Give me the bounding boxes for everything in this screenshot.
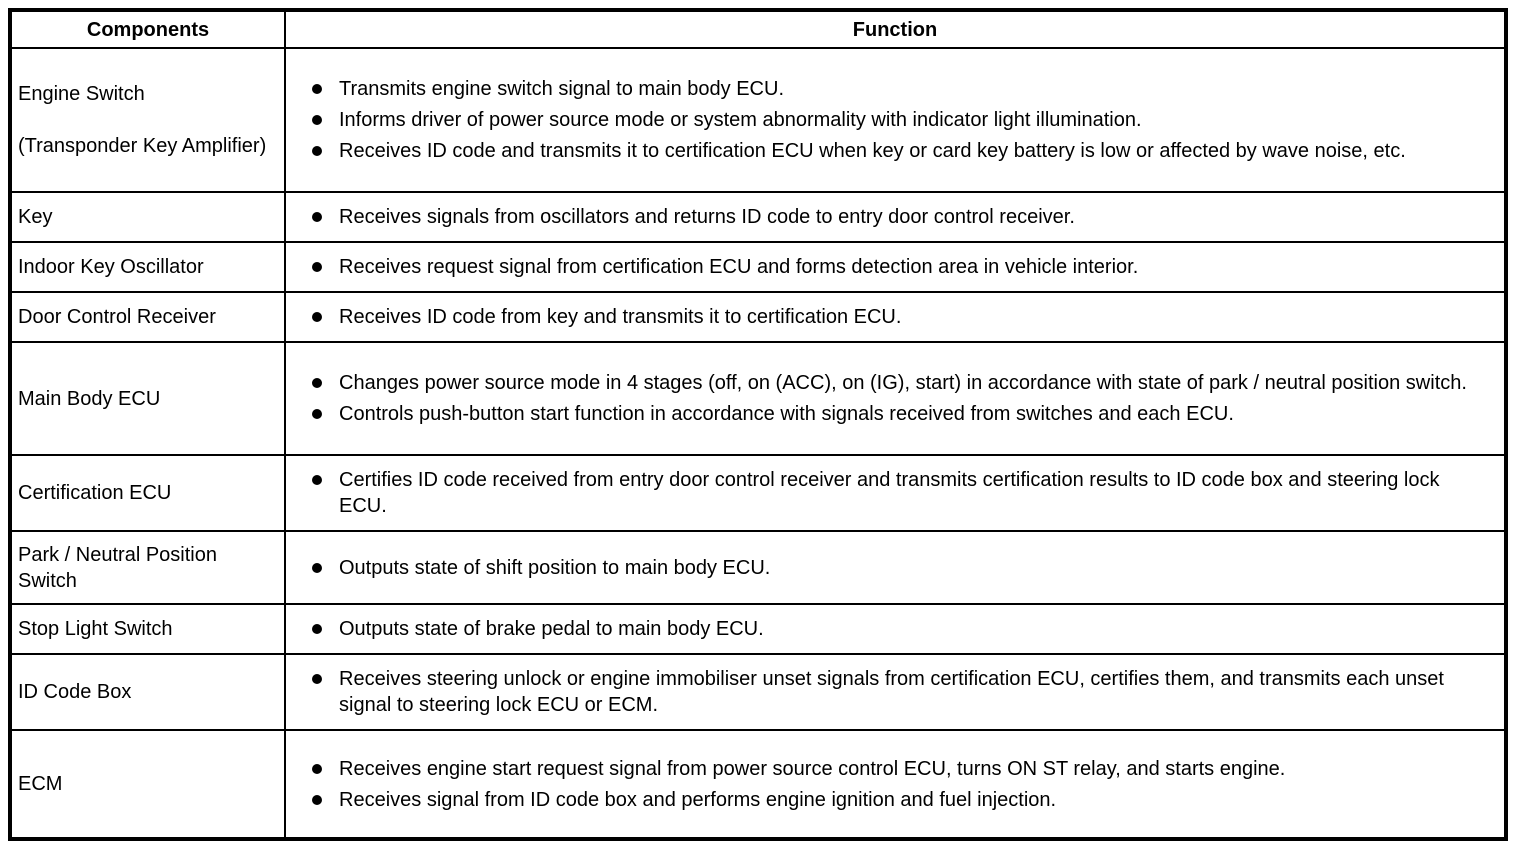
component-name: Engine Switch (18, 83, 145, 105)
bullet-icon (312, 84, 322, 94)
function-text: Informs driver of power source mode or s… (339, 109, 1142, 131)
bullet-icon (312, 562, 322, 573)
function-text: Controls push-button start function in a… (339, 403, 1234, 425)
function-text: Transmits engine switch signal to main b… (339, 78, 784, 100)
component-name: Main Body ECU (18, 387, 161, 410)
function-text: Receives ID code from key and transmits … (339, 306, 902, 328)
function-cell: Receives signals from oscillators and re… (284, 191, 1507, 243)
function-bullet-item: Outputs state of brake pedal to main bod… (312, 616, 1486, 642)
table-row: Indoor Key Oscillator Receives request s… (9, 241, 1507, 293)
bullet-icon (312, 794, 322, 805)
component-note: (Transponder Key Amplifier) (18, 135, 267, 157)
component-name: Key (18, 206, 53, 228)
function-cell: Transmits engine switch signal to main b… (284, 47, 1507, 193)
function-bullet-item: Receives ID code from key and transmits … (312, 304, 1486, 330)
header-function: Function (284, 9, 1507, 49)
function-cell: Receives request signal from certificati… (284, 241, 1507, 293)
function-bullet-item: Controls push-button start function in a… (312, 401, 1486, 427)
function-text: Certifies ID code received from entry do… (339, 469, 1440, 517)
function-text: Outputs state of brake pedal to main bod… (339, 618, 764, 640)
function-cell: Receives engine start request signal fro… (284, 729, 1507, 840)
bullet-icon (312, 312, 322, 322)
component-name: ECM (18, 773, 63, 795)
function-bullet-item: Receives engine start request signal fro… (312, 756, 1486, 782)
bullet-icon (312, 624, 322, 634)
bullet-icon (312, 475, 322, 485)
function-bullet-item: Receives signals from oscillators and re… (312, 204, 1486, 230)
table-row: Stop Light Switch Outputs state of brake… (9, 603, 1507, 655)
component-name: ID Code Box (18, 681, 132, 703)
header-components: Components (9, 9, 286, 49)
function-cell: Outputs state of brake pedal to main bod… (284, 603, 1507, 655)
components-function-table: Components Function Engine Switch (Trans… (8, 8, 1508, 841)
table-row: Door Control Receiver Receives ID code f… (9, 291, 1507, 343)
function-bullet-item: Transmits engine switch signal to main b… (312, 76, 1486, 102)
bullet-icon (312, 146, 322, 156)
table-row: ID Code Box Receives steering unlock or … (9, 653, 1507, 731)
function-text: Receives signal from ID code box and per… (339, 788, 1057, 811)
function-bullet-item: Receives ID code and transmits it to cer… (312, 138, 1486, 164)
function-text: Receives steering unlock or engine immob… (339, 668, 1444, 716)
component-cell: ID Code Box (9, 653, 286, 731)
bullet-icon (312, 115, 322, 125)
bullet-icon (312, 763, 322, 774)
component-cell: Stop Light Switch (9, 603, 286, 655)
table-row: Engine Switch (Transponder Key Amplifier… (9, 47, 1507, 193)
function-text: Receives signals from oscillators and re… (339, 206, 1075, 228)
bullet-icon (312, 409, 322, 419)
function-cell: Receives ID code from key and transmits … (284, 291, 1507, 343)
component-name: Stop Light Switch (18, 618, 173, 640)
function-cell: Changes power source mode in 4 stages (o… (284, 341, 1507, 456)
bullet-icon (312, 212, 322, 222)
component-name: Indoor Key Oscillator (18, 256, 204, 278)
function-text: Receives ID code and transmits it to cer… (339, 140, 1406, 162)
bullet-icon (312, 674, 322, 684)
table-row: Main Body ECU Changes power source mode … (9, 341, 1507, 456)
function-cell: Outputs state of shift position to main … (284, 530, 1507, 605)
table-row: ECM Receives engine start request signal… (9, 729, 1507, 840)
table-row: Park / Neutral Position Switch Outputs s… (9, 530, 1507, 605)
function-bullet-item: Certifies ID code received from entry do… (312, 467, 1486, 519)
component-name: Door Control Receiver (18, 306, 216, 328)
table-header-row: Components Function (9, 9, 1507, 49)
function-bullet-item: Receives steering unlock or engine immob… (312, 666, 1486, 718)
function-bullet-item: Changes power source mode in 4 stages (o… (312, 370, 1486, 396)
function-text: Outputs state of shift position to main … (339, 556, 771, 579)
function-cell: Receives steering unlock or engine immob… (284, 653, 1507, 731)
function-bullet-item: Outputs state of shift position to main … (312, 555, 1486, 581)
component-name: Certification ECU (18, 482, 172, 504)
function-bullet-item: Receives signal from ID code box and per… (312, 787, 1486, 813)
document-page: Components Function Engine Switch (Trans… (8, 8, 1508, 841)
component-cell: ECM (9, 729, 286, 840)
table-row: Certification ECU Certifies ID code rece… (9, 454, 1507, 532)
bullet-icon (312, 262, 322, 272)
function-cell: Certifies ID code received from entry do… (284, 454, 1507, 532)
function-text: Receives engine start request signal fro… (339, 757, 1286, 780)
function-text: Changes power source mode in 4 stages (o… (339, 372, 1467, 394)
component-cell: Door Control Receiver (9, 291, 286, 343)
function-bullet-item: Informs driver of power source mode or s… (312, 107, 1486, 133)
bullet-icon (312, 378, 322, 388)
component-cell: Engine Switch (Transponder Key Amplifier… (9, 47, 286, 193)
component-cell: Main Body ECU (9, 341, 286, 456)
component-cell: Indoor Key Oscillator (9, 241, 286, 293)
component-cell: Key (9, 191, 286, 243)
table-row: Key Receives signals from oscillators an… (9, 191, 1507, 243)
component-name: Park / Neutral Position Switch (18, 543, 217, 592)
function-text: Receives request signal from certificati… (339, 256, 1139, 278)
component-cell: Park / Neutral Position Switch (9, 530, 286, 605)
function-bullet-item: Receives request signal from certificati… (312, 254, 1486, 280)
component-cell: Certification ECU (9, 454, 286, 532)
